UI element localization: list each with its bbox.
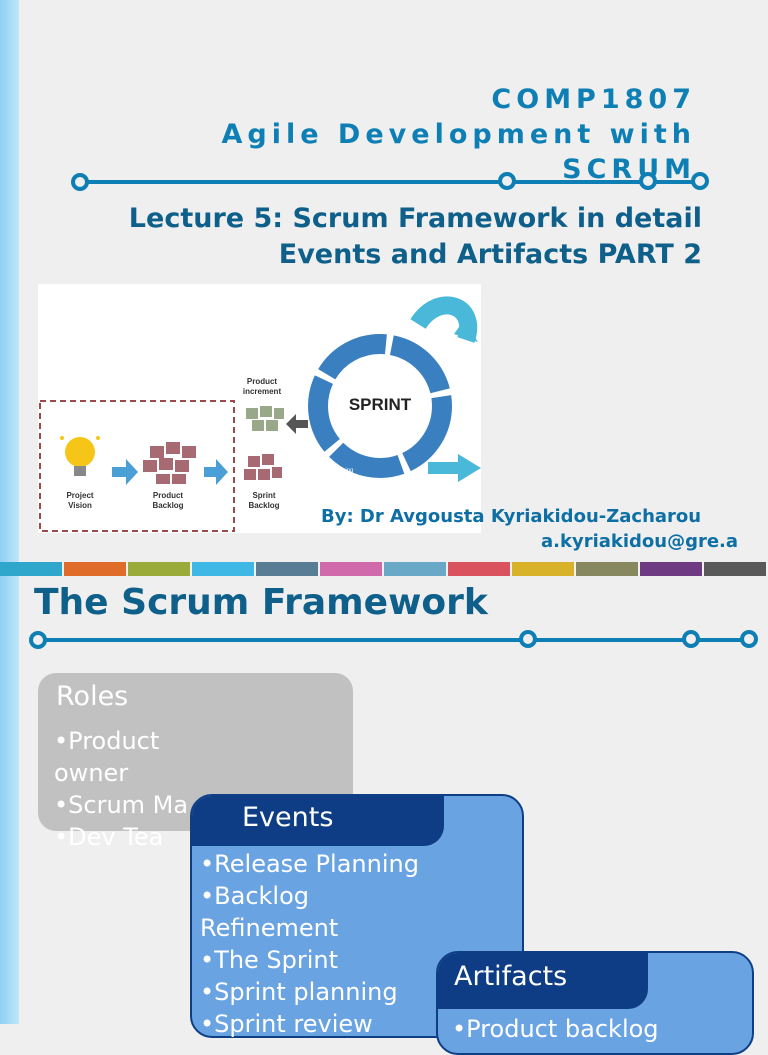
artifacts-tab — [438, 953, 648, 1009]
output-arrow-icon — [428, 454, 481, 482]
roles-heading: Roles — [56, 681, 129, 712]
increment-cubes-icon — [246, 406, 284, 431]
dashed-box — [39, 400, 235, 532]
arrow-left-icon — [286, 414, 308, 434]
course-code: COMP1807 — [491, 84, 696, 115]
planning-arc-label: Planning — [330, 468, 353, 474]
strip-segment — [128, 562, 192, 576]
arrow-right-icon — [112, 459, 138, 485]
strip-segment — [192, 562, 256, 576]
slide-left-bar — [0, 576, 19, 1024]
scrum-process-diagram: Project Vision Product Backlog Sprint Ba… — [38, 284, 481, 533]
events-box: Events •Release Planning •Backlog Refine… — [190, 794, 524, 1038]
strip-segment — [576, 562, 640, 576]
strip-segment — [0, 562, 64, 576]
sprint-cycle-ring — [308, 334, 452, 478]
strip-segment — [256, 562, 320, 576]
slide-left-bar — [0, 0, 19, 562]
product-backlog-label-2: Backlog — [152, 501, 183, 510]
timeline-decoration — [29, 630, 758, 649]
artifacts-heading: Artifacts — [454, 961, 568, 992]
strip-segment — [640, 562, 704, 576]
list-item: •Scrum Ma — [54, 791, 189, 819]
artifacts-box: Artifacts •Product backlog — [436, 951, 754, 1055]
list-item: •Release Planning — [200, 850, 419, 878]
roles-box: Roles •Product owner •Scrum Ma •Dev Tea — [38, 673, 353, 851]
lecture-title: Lecture 5: Scrum Framework in detail Eve… — [129, 201, 702, 273]
scrum-diagram-svg: Project Vision Product Backlog Sprint Ba… — [39, 296, 481, 532]
list-item: •Product — [54, 727, 160, 755]
course-name-scrum: SCRUM — [562, 154, 696, 185]
list-item: •Sprint planning — [200, 978, 398, 1006]
strip-segment — [448, 562, 512, 576]
strip-segment — [704, 562, 768, 576]
sprint-backlog-label-2: Backlog — [248, 501, 279, 510]
timeline-decoration — [71, 172, 709, 191]
lecture-title-line1: Lecture 5: Scrum Framework in detail — [128, 203, 702, 234]
sprint-backlog-cubes-icon — [244, 454, 282, 480]
course-name: Agile Development with — [221, 119, 696, 150]
author-email: a.kyriakidou@gre.a — [541, 531, 739, 552]
lightbulb-icon — [60, 436, 100, 476]
arrow-right-icon — [204, 459, 228, 485]
strip-segment — [384, 562, 448, 576]
strip-segment — [64, 562, 128, 576]
loop-arrowhead-icon — [454, 320, 478, 342]
sprint-backlog-label: Sprint — [252, 491, 275, 500]
events-list: •Release Planning •Backlog Refinement •T… — [200, 848, 419, 1040]
project-vision-label-2: Vision — [68, 501, 92, 510]
product-increment-label: Product — [247, 377, 278, 386]
lecture-title-line2: Events and Artifacts PART 2 — [278, 239, 702, 270]
events-heading: Events — [242, 802, 334, 833]
events-tab — [192, 796, 444, 846]
list-item: •Dev Tea — [54, 823, 164, 851]
title-slide: COMP1807 Agile Development with SCRUM Le… — [0, 0, 739, 562]
product-increment-label-2: increment — [243, 387, 282, 396]
list-item: owner — [54, 759, 129, 787]
list-item: •The Sprint — [200, 946, 339, 974]
project-vision-label: Project — [66, 491, 93, 500]
course-title: COMP1807 Agile Development with SCRUM — [221, 82, 696, 187]
slide-title: The Scrum Framework — [34, 582, 488, 623]
strip-segment — [512, 562, 576, 576]
product-backlog-label: Product — [153, 491, 184, 500]
author-byline: By: Dr Avgousta Kyriakidou-Zacharou — [321, 506, 702, 527]
list-item: •Backlog — [200, 882, 310, 910]
strip-segment — [320, 562, 384, 576]
list-item: Refinement — [200, 914, 339, 942]
slide-divider-strip — [0, 562, 768, 576]
sprint-label: SPRINT — [349, 395, 412, 414]
product-backlog-cubes-icon — [143, 442, 196, 484]
list-item: •Sprint review — [200, 1010, 373, 1038]
list-item: •Product backlog — [452, 1015, 659, 1043]
roles-list: •Product owner •Scrum Ma •Dev Tea — [54, 725, 188, 853]
artifacts-list: •Product backlog — [452, 1013, 659, 1045]
